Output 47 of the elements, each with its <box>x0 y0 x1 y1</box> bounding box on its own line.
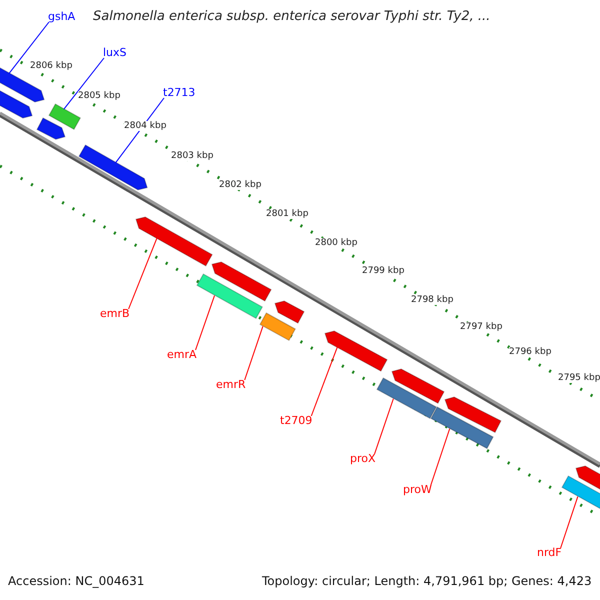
scale-label: 2801 kbp <box>266 209 308 219</box>
leader-line <box>8 22 50 74</box>
leader-line <box>310 346 338 416</box>
gene-feature <box>212 262 272 301</box>
leader-line <box>63 58 104 110</box>
leader-line <box>244 326 264 380</box>
leader-line <box>128 238 158 310</box>
scale-label: 2800 kbp <box>315 238 358 248</box>
leader-line <box>430 428 450 486</box>
gene-feature <box>392 368 444 403</box>
scale-label: 2802 kbp <box>219 180 262 190</box>
gene-label: t2709 <box>280 414 312 427</box>
gene-block <box>430 407 494 449</box>
gene-feature <box>275 300 304 323</box>
scale-label: 2799 kbp <box>362 266 404 276</box>
leader-line <box>374 398 394 454</box>
gene-label: t2713 <box>163 86 196 99</box>
gene-block <box>196 274 262 319</box>
gene-label: nrdF <box>537 546 562 559</box>
gene-feature <box>325 330 388 371</box>
gene-label: proX <box>350 452 376 465</box>
gene-feature <box>37 118 65 140</box>
scale-label: 2803 kbp <box>171 151 214 161</box>
gene-label: proW <box>403 483 432 496</box>
gene-feature <box>78 145 147 190</box>
gene-feature <box>136 216 212 266</box>
gene-feature <box>445 397 501 433</box>
scale-label: 2798 kbp <box>411 295 454 305</box>
map-info-text: Topology: circular; Length: 4,791,961 bp; Genes: 4,423 <box>262 574 592 588</box>
map-info-text: Accession: NC_004631 <box>8 574 144 588</box>
leader-line <box>560 496 578 548</box>
scale-label: 2806 kbp <box>30 61 72 71</box>
scale-label: 2797 kbp <box>460 322 502 332</box>
gene-label: emrA <box>167 348 197 361</box>
gene-label: emrR <box>216 378 246 391</box>
gene-block <box>48 104 80 130</box>
gene-label: gshA <box>48 10 76 23</box>
leader-line <box>195 295 216 350</box>
map-title: Salmonella enterica subsp. enterica serovar Typhi str. Ty2, ... <box>93 9 490 24</box>
scale-label: 2804 kbp <box>124 121 166 131</box>
gene-block <box>260 313 296 341</box>
scale-label: 2795 kbp <box>558 373 600 383</box>
gene-label: emrB <box>100 307 130 320</box>
gene-block <box>376 378 436 419</box>
scale-label: 2796 kbp <box>509 347 552 357</box>
gene-label: luxS <box>103 46 127 59</box>
scale-label: 2805 kbp <box>78 91 120 101</box>
